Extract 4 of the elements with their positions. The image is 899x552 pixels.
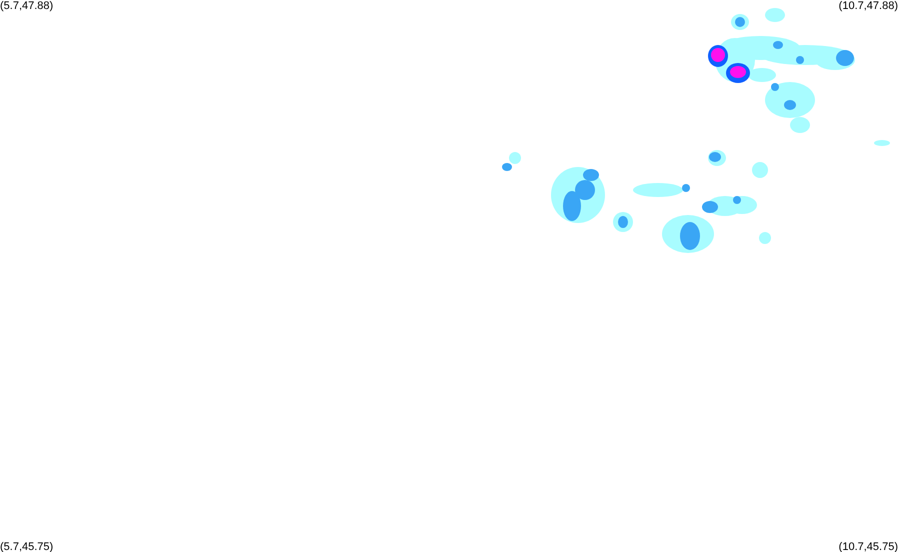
corner-coordinate-label: (5.7,45.75): [0, 541, 54, 552]
corner-coordinate-label: (5.7,47.88): [0, 0, 54, 12]
corner-coordinate-label: (10.7,45.75): [838, 541, 898, 552]
corner-coordinate-label: (10.7,47.88): [838, 0, 898, 12]
